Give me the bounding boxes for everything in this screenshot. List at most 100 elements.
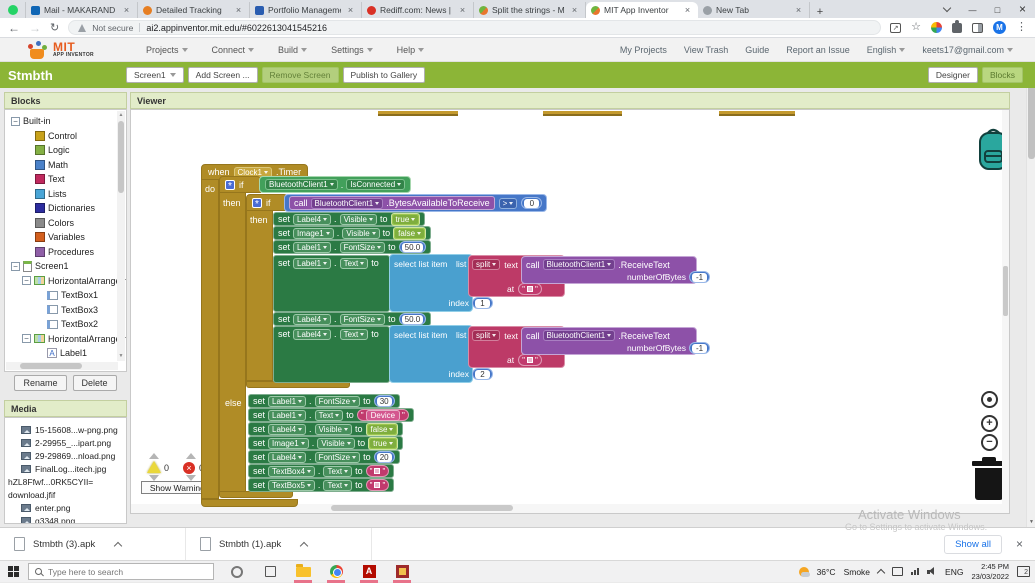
property-dropdown[interactable]: Visible — [317, 437, 355, 449]
number-block[interactable]: 50.0 — [398, 241, 427, 253]
media-file[interactable]: g3348.png — [5, 514, 126, 523]
collapse-icon[interactable] — [22, 334, 31, 344]
acrobat-icon[interactable] — [359, 563, 379, 583]
tab-split-strings[interactable]: Split the strings - MIT App Inv — [474, 2, 586, 18]
collapsed-block-bar[interactable] — [543, 111, 622, 116]
collapse-icon[interactable] — [22, 276, 31, 286]
tree-item-colors[interactable]: Colors — [5, 216, 126, 231]
tree-vertical-scrollbar[interactable] — [117, 111, 125, 361]
tree-item-lists[interactable]: Lists — [5, 187, 126, 202]
split-dropdown[interactable]: split — [472, 259, 501, 270]
property-dropdown[interactable]: Visible — [314, 423, 352, 435]
add-screen-button[interactable]: Add Screen ... — [187, 67, 258, 83]
scroll-down-icon[interactable] — [117, 352, 125, 361]
pinned-tab[interactable] — [0, 2, 26, 18]
scrollbar-thumb[interactable] — [1028, 51, 1035, 159]
set-label4-fontsize-block[interactable]: set Label4 FontSize to 20 — [248, 450, 400, 464]
designer-button[interactable]: Designer — [927, 67, 978, 83]
scrollbar-thumb[interactable] — [20, 363, 82, 369]
blocks-canvas[interactable]: when Clock1 .Timer do if BluetoothClient… — [130, 109, 1010, 514]
publish-gallery-button[interactable]: Publish to Gallery — [342, 67, 426, 83]
link-view-trash[interactable]: View Trash — [683, 44, 729, 55]
share-icon[interactable] — [890, 22, 902, 33]
account-dropdown[interactable]: keets17@gmail.com — [922, 45, 1013, 55]
remove-screen-button[interactable]: Remove Screen — [261, 67, 339, 83]
boolean-block[interactable]: true — [368, 436, 398, 450]
tree-item-logic[interactable]: Logic — [5, 143, 126, 158]
notification-icon[interactable]: 2 — [1017, 566, 1030, 577]
weather-condition[interactable]: Smoke — [843, 566, 871, 577]
number-block[interactable]: 20 — [373, 451, 395, 463]
new-tab-button[interactable] — [810, 6, 830, 18]
set-label4-fontsize-block[interactable]: set Label4 FontSize to 50.0 — [273, 312, 432, 326]
set-label1-text-block[interactable]: set Label1 Text to — [273, 255, 390, 312]
screen-dropdown-button[interactable]: Screen1 — [126, 67, 184, 83]
set-image1-visible-block[interactable]: set Image1 Visible to true — [248, 436, 403, 450]
close-window-button[interactable] — [1010, 0, 1035, 18]
taskbar-search[interactable] — [28, 563, 214, 580]
tree-item-textbox1[interactable]: TextBox1 — [5, 288, 126, 303]
bookmark-star-icon[interactable] — [911, 22, 921, 33]
string-block[interactable] — [518, 354, 542, 366]
zoom-in-icon[interactable] — [981, 415, 998, 432]
zoom-out-icon[interactable] — [981, 434, 998, 451]
set-label1-fontsize-block[interactable]: set Label1 FontSize to 30 — [248, 394, 400, 408]
menu-dots-icon[interactable] — [1016, 22, 1027, 33]
minimize-button[interactable] — [960, 0, 985, 18]
collapsed-block-bar[interactable] — [378, 111, 458, 116]
component-dropdown[interactable]: Label1 — [293, 258, 332, 269]
link-report-issue[interactable]: Report an Issue — [786, 44, 850, 55]
number-block[interactable]: 30 — [373, 395, 395, 407]
number-block[interactable]: 0 — [521, 197, 543, 209]
scrollbar-thumb[interactable] — [331, 505, 513, 511]
error-down-icon[interactable] — [186, 475, 196, 481]
tree-item-horizontal-arrangement-2[interactable]: HorizontalArrangemen — [5, 332, 126, 347]
tree-item-horizontal-arrangement-1[interactable]: HorizontalArrangemen — [5, 274, 126, 289]
set-image1-visible-block[interactable]: set Image1 Visible to false — [273, 226, 432, 240]
canvas-horizontal-scrollbar[interactable] — [131, 504, 1009, 513]
chevron-down-icon[interactable] — [942, 3, 952, 12]
number-block[interactable]: -1 — [689, 271, 710, 283]
close-icon[interactable] — [121, 5, 132, 15]
component-dropdown[interactable]: Label4 — [268, 451, 307, 463]
error-up-icon[interactable] — [186, 453, 196, 459]
tree-item-builtin[interactable]: Built-in — [5, 114, 126, 129]
string-block[interactable] — [365, 465, 390, 477]
property-dropdown[interactable]: Text — [339, 258, 369, 269]
close-icon[interactable] — [569, 5, 580, 15]
reload-button[interactable] — [50, 21, 59, 34]
blocks-button[interactable]: Blocks — [981, 67, 1023, 83]
start-button[interactable] — [0, 565, 28, 578]
sidebar-icon[interactable] — [972, 22, 983, 33]
page-scrollbar[interactable] — [1026, 38, 1035, 527]
property-dropdown[interactable]: FontSize — [314, 451, 361, 463]
property-dropdown[interactable]: FontSize — [339, 313, 386, 325]
set-label4-visible-block[interactable]: set Label4 Visible to true — [273, 212, 426, 226]
component-dropdown[interactable]: BluetoothClient1 — [542, 259, 616, 270]
if-block-bottom[interactable] — [219, 491, 293, 498]
hidden-icons-chevron[interactable] — [876, 568, 886, 578]
number-block[interactable]: 50.0 — [398, 313, 427, 325]
warning-down-icon[interactable] — [149, 475, 159, 481]
back-button[interactable] — [8, 22, 20, 34]
split-dropdown[interactable]: split — [472, 330, 501, 341]
property-dropdown[interactable]: Text — [323, 465, 353, 477]
cortana-icon[interactable] — [227, 563, 247, 581]
menu-settings[interactable]: Settings — [331, 45, 373, 55]
mutator-gear-icon[interactable] — [252, 197, 262, 208]
language-dropdown[interactable]: English — [867, 45, 906, 55]
tree-item-procedures[interactable]: Procedures — [5, 245, 126, 260]
comparison-block[interactable]: call BluetoothClient1 .BytesAvailableToR… — [284, 194, 548, 212]
call-receivetext-block[interactable]: call BluetoothClient1 .ReceiveText numbe… — [521, 256, 710, 284]
chrome-icon[interactable] — [326, 563, 346, 583]
component-dropdown[interactable]: Label1 — [293, 241, 332, 253]
string-block[interactable] — [518, 283, 542, 295]
property-dropdown[interactable]: Text — [339, 329, 369, 340]
close-icon[interactable] — [233, 5, 244, 15]
menu-projects[interactable]: Projects — [146, 45, 188, 55]
property-dropdown[interactable]: Text — [314, 409, 344, 421]
property-dropdown[interactable]: FontSize — [339, 241, 386, 253]
component-dropdown[interactable]: Label1 — [268, 409, 307, 421]
